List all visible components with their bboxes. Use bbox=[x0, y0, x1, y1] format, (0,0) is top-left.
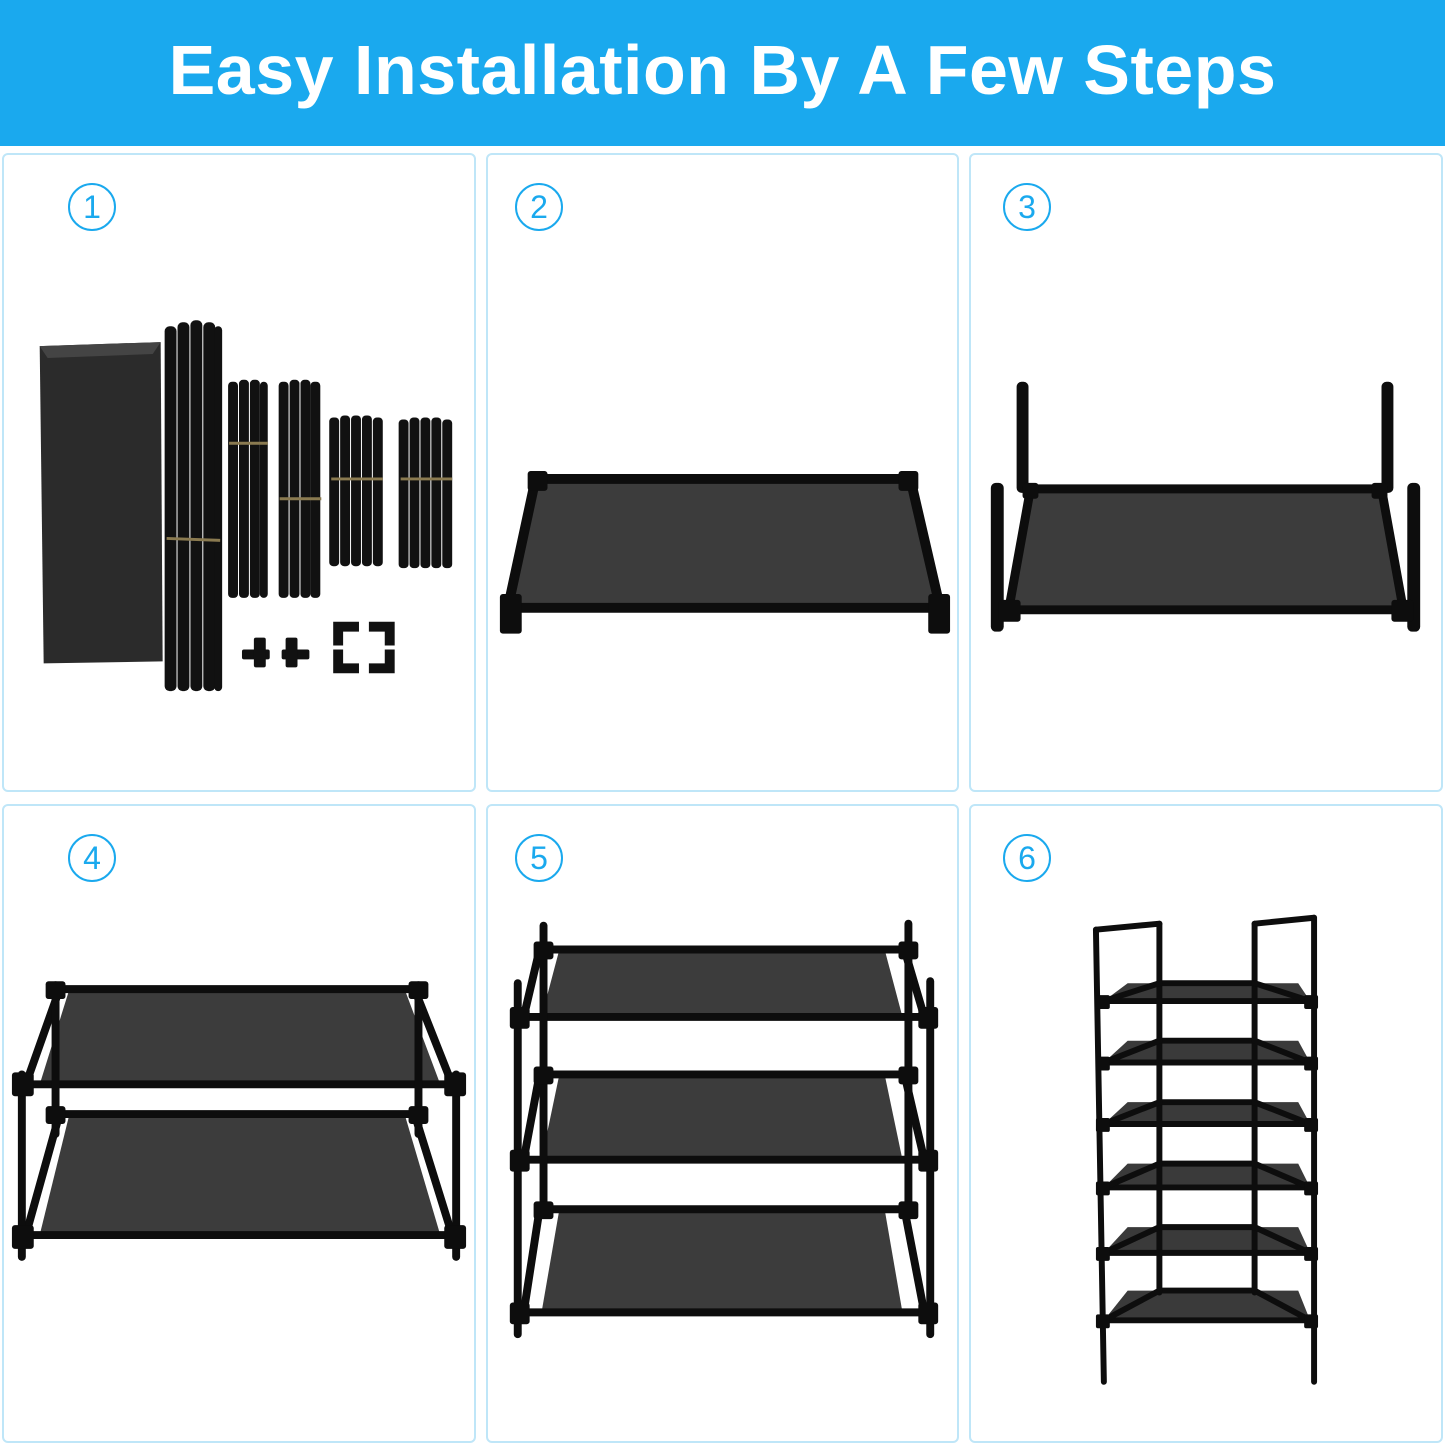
step-panel-2: 2 bbox=[486, 153, 959, 792]
two-tier-rack-illustration bbox=[11, 981, 467, 1261]
step-panel-6: 6 bbox=[969, 804, 1443, 1443]
step-panel-3: 3 bbox=[969, 153, 1443, 792]
step-panel-4: 4 bbox=[2, 804, 476, 1443]
step-number-4: 4 bbox=[68, 834, 116, 882]
step-number-2: 2 bbox=[515, 183, 563, 231]
step-panel-1: 1 bbox=[2, 153, 476, 792]
step-number-5: 5 bbox=[515, 834, 563, 882]
title-banner: Easy Installation By A Few Steps bbox=[0, 0, 1445, 146]
step-number-1: 1 bbox=[68, 183, 116, 231]
step-panel-5: 5 bbox=[486, 804, 959, 1443]
banner-title: Easy Installation By A Few Steps bbox=[168, 31, 1277, 109]
shelf-with-legs-illustration bbox=[990, 381, 1421, 632]
six-tier-rack-illustration bbox=[1092, 914, 1319, 1385]
step-number-6: 6 bbox=[1003, 834, 1051, 882]
step-number-3: 3 bbox=[1003, 183, 1051, 231]
rack-parts-kit-illustration bbox=[39, 320, 453, 692]
three-tier-rack-illustration bbox=[509, 919, 939, 1339]
single-shelf-frame-illustration bbox=[499, 471, 951, 634]
